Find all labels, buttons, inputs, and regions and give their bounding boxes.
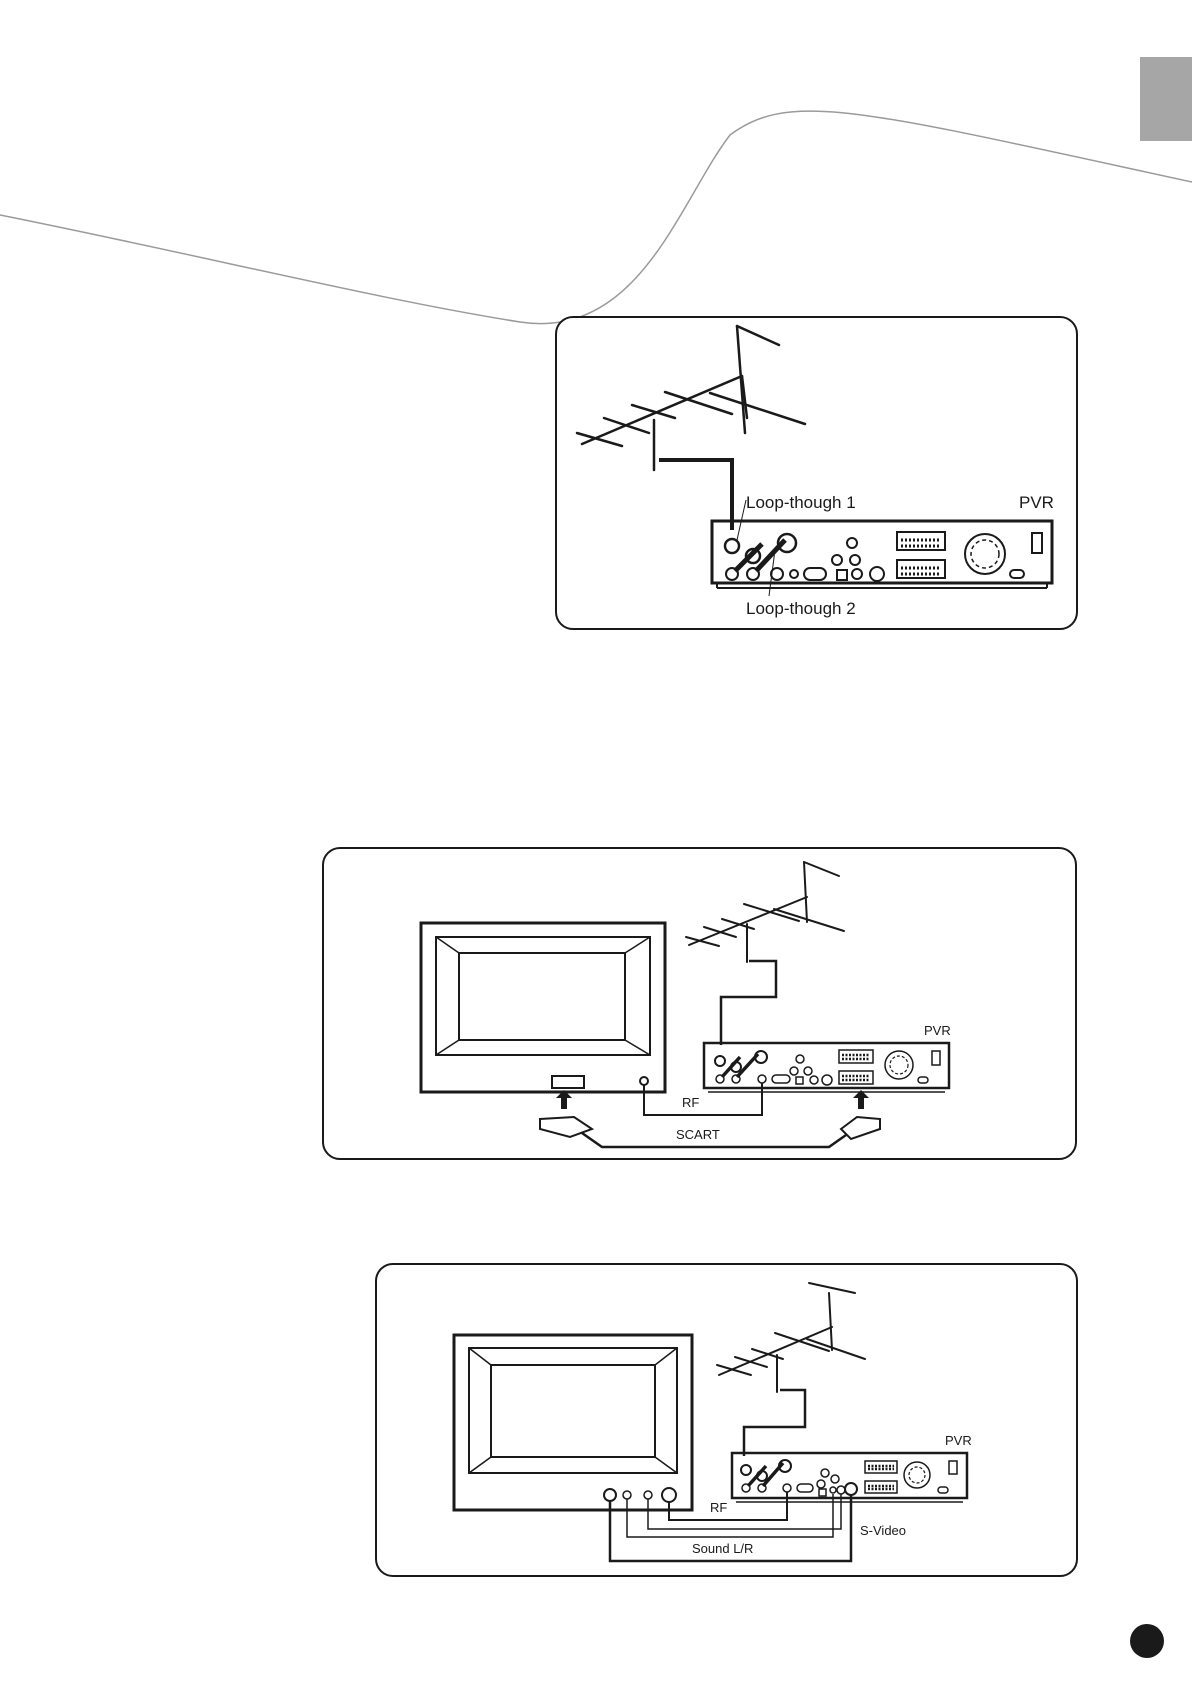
diagram-loop-through: Loop-though 1 Loop-though 2 PVR [555, 316, 1078, 630]
svideo-label: S-Video [860, 1523, 906, 1538]
sound-lr-label: Sound L/R [692, 1541, 753, 1556]
antenna-cable [744, 1390, 805, 1456]
tv-icon [421, 923, 665, 1092]
audio-cable-left [627, 1494, 833, 1537]
pvr-label: PVR [1019, 493, 1054, 512]
tv-icon [454, 1335, 692, 1510]
diagram-svideo-audio: RF Sound L/R S-Video PVR [375, 1263, 1078, 1577]
pvr-box [732, 1453, 967, 1502]
pvr-label: PVR [924, 1023, 951, 1038]
antenna-icon [686, 862, 844, 962]
rf-label: RF [710, 1500, 727, 1515]
scart-plug-icon [841, 1117, 880, 1139]
antenna-icon [717, 1283, 865, 1392]
background-curve [0, 0, 1192, 340]
loop2-label: Loop-though 2 [746, 599, 856, 618]
diagram-scart-rf: RF SCART PVR [322, 847, 1077, 1160]
loop1-label: Loop-though 1 [746, 493, 856, 512]
up-arrow-icon [853, 1090, 869, 1109]
antenna-cable [721, 961, 776, 1045]
pvr-box [712, 521, 1052, 588]
page-number-marker [1130, 1624, 1164, 1658]
antenna-icon [577, 326, 805, 470]
pvr-box [704, 1043, 949, 1092]
rf-cable [669, 1492, 787, 1520]
pvr-label: PVR [945, 1433, 972, 1448]
chapter-tab [1140, 57, 1192, 141]
rf-label: RF [682, 1095, 699, 1110]
scart-label: SCART [676, 1127, 720, 1142]
